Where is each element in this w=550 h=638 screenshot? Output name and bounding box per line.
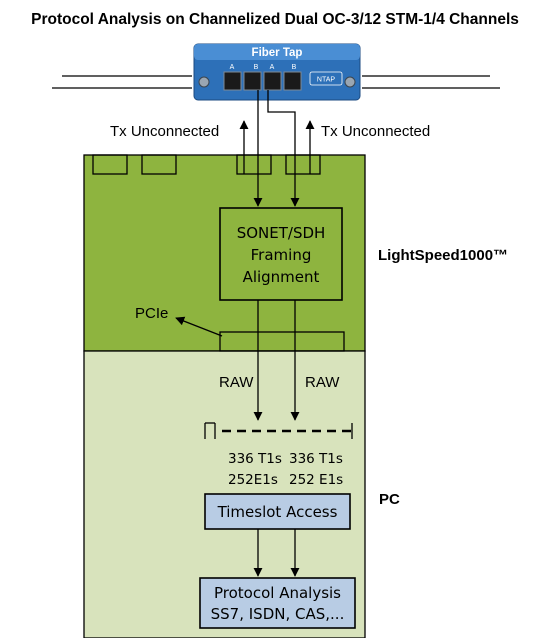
raw-left-label: RAW (219, 374, 254, 391)
ntap-logo (309, 71, 343, 86)
lightspeed-label: LightSpeed1000™ (378, 247, 508, 264)
ntap-brand: NTAP (317, 77, 335, 84)
channels-right-e1: 252 E1s (289, 472, 343, 488)
timeslot-arrows (253, 529, 300, 577)
protocol-analysis-line1: Protocol Analysis (214, 584, 341, 602)
svg-text:A: A (230, 64, 235, 71)
card-connectors (92, 154, 321, 175)
framing-line2: Framing (251, 246, 312, 264)
tx-unconnected-left: Tx Unconnected (110, 123, 219, 140)
screw-icon (198, 76, 210, 88)
framing-line1: SONET/SDH (237, 224, 326, 242)
fiber-tap-label: Fiber Tap (252, 47, 303, 59)
timeslot-access-box (204, 493, 351, 530)
pcie-label: PCIe (135, 305, 168, 322)
pcie-pointer (175, 316, 223, 337)
channels-left-t1: 336 T1s (228, 451, 282, 467)
channels-left-e1: 252E1s (228, 472, 278, 488)
svg-text:B: B (254, 64, 259, 71)
raw-right-label: RAW (305, 374, 340, 391)
channel-bracket (204, 422, 353, 439)
raw-arrows (253, 300, 300, 421)
fiber-tap-device: Fiber Tap A B A B NTAP (193, 43, 361, 101)
fiber-lines (52, 75, 500, 89)
pc-label: PC (379, 491, 400, 508)
tap-connections (239, 90, 315, 207)
channels-right-t1: 336 T1s (289, 451, 343, 467)
tx-unconnected-right: Tx Unconnected (321, 123, 430, 140)
protocol-analysis-box (199, 577, 356, 629)
pcie-connector (219, 331, 345, 352)
svg-text:A: A (270, 64, 275, 71)
fiber-port (223, 71, 242, 91)
protocol-analysis-line2: SS7, ISDN, CAS,... (211, 605, 345, 623)
screw-icon (344, 76, 356, 88)
fiber-port (263, 71, 282, 91)
framing-line3: Alignment (243, 268, 320, 286)
fiber-port (243, 71, 262, 91)
fiber-port (283, 71, 302, 91)
timeslot-access-label: Timeslot Access (217, 503, 338, 521)
diagram-title: Protocol Analysis on Channelized Dual OC… (31, 11, 519, 28)
svg-text:B: B (292, 64, 297, 71)
framing-box (219, 207, 343, 301)
